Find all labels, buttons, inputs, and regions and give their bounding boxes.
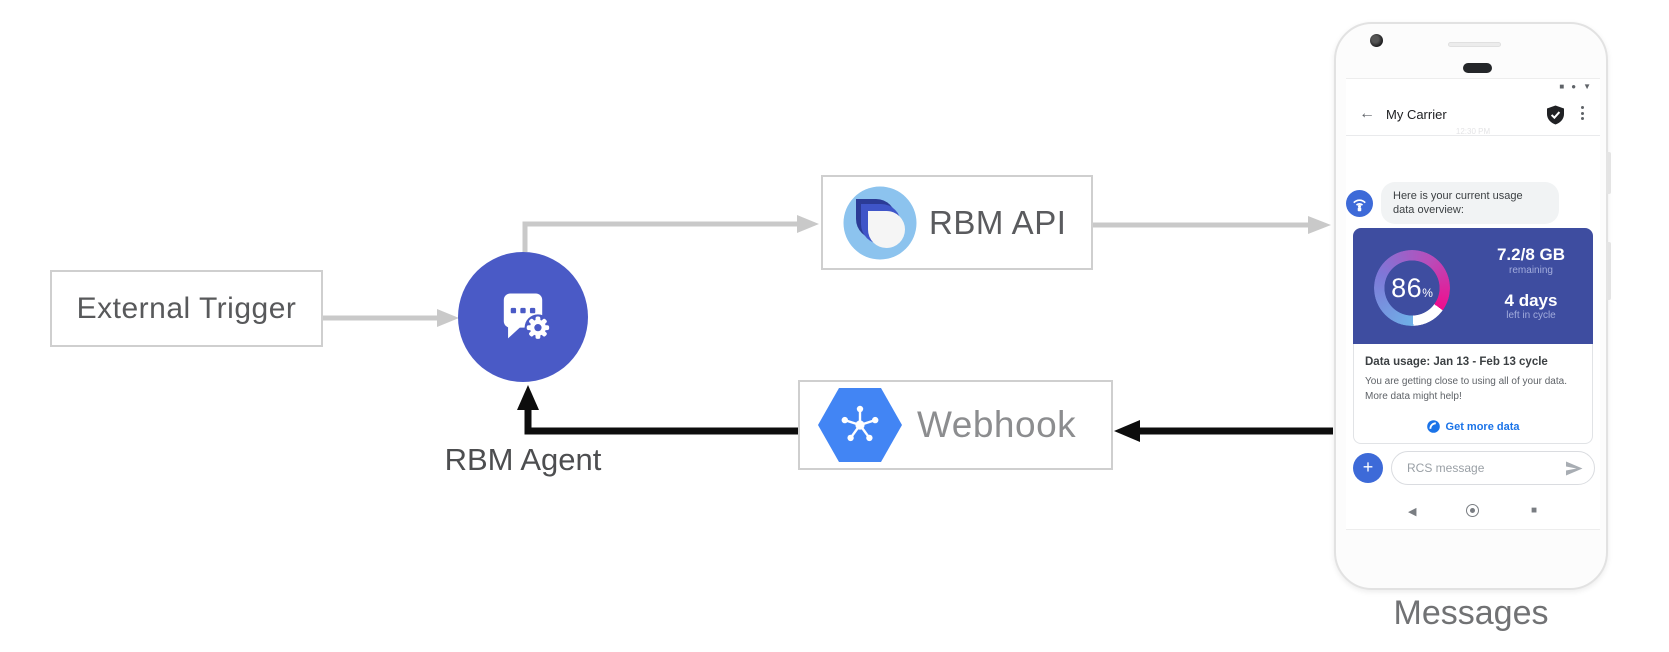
verified-shield-icon[interactable] <box>1547 105 1564 125</box>
usage-donut-gauge <box>1374 250 1450 326</box>
speaker-grille <box>1463 63 1492 73</box>
get-more-data-button[interactable]: Get more data <box>1354 420 1592 433</box>
webhook-node: Webhook <box>798 380 1113 470</box>
android-nav-bar: ◀ ■ <box>1346 499 1600 529</box>
status-bar: ■ ● ▼ <box>1559 83 1591 91</box>
rcs-message-input[interactable] <box>1407 453 1547 483</box>
conversation-title: My Carrier <box>1386 107 1447 122</box>
usage-gauge-panel: 86 % 7.2/8 GB remaining 4 days left in c… <box>1353 228 1593 344</box>
webhook-hexagon-icon <box>818 388 902 462</box>
get-more-data-label: Get more data <box>1445 420 1520 433</box>
earpiece-speaker <box>1448 42 1501 47</box>
usage-info-panel: Data usage: Jan 13 - Feb 13 cycle You ar… <box>1353 344 1593 444</box>
conversation-app-bar: ← My Carrier <box>1346 95 1600 136</box>
messages-app-caption: Messages <box>1393 594 1549 632</box>
status-square-icon: ■ <box>1559 82 1565 91</box>
usage-percent: 86 % <box>1391 272 1433 303</box>
nav-back-icon[interactable]: ◀ <box>1408 506 1417 518</box>
message-timestamp: 12:30 PM <box>1455 127 1491 136</box>
phone-volume-button <box>1606 242 1611 300</box>
arrow-rbm-api-to-phone <box>1093 216 1331 234</box>
days-left-label: left in cycle <box>1506 310 1556 321</box>
overflow-menu-icon[interactable] <box>1581 106 1584 120</box>
send-icon[interactable] <box>1565 460 1583 477</box>
back-icon[interactable]: ← <box>1359 105 1375 122</box>
carrier-antenna-icon <box>1353 199 1366 212</box>
arrow-webhook-to-agent <box>517 385 798 435</box>
usage-card-body-line2: More data might help! <box>1365 391 1462 402</box>
rbm-api-logo-icon <box>843 186 917 259</box>
arrow-external-trigger-to-agent <box>323 309 459 327</box>
globe-data-icon <box>1426 420 1440 433</box>
nav-home-icon[interactable] <box>1466 504 1479 517</box>
webhook-label: Webhook <box>917 404 1077 445</box>
rbm-api-label: RBM API <box>929 203 1067 241</box>
rbm-agent-node <box>458 252 588 382</box>
usage-card-body-line1: You are getting close to using all of yo… <box>1365 376 1567 387</box>
days-left-value: 4 days <box>1504 291 1558 310</box>
external-trigger-label: External Trigger <box>76 291 297 325</box>
usage-card-title: Data usage: Jan 13 - Feb 13 cycle <box>1365 356 1548 368</box>
arrow-phone-to-webhook <box>1114 420 1333 442</box>
bot-message-bubble: Here is your current usage data overview… <box>1381 182 1559 224</box>
bot-message-line1: Here is your current usage <box>1393 190 1523 202</box>
data-usage-rich-card: 86 % 7.2/8 GB remaining 4 days left in c… <box>1353 228 1593 444</box>
remaining-label: remaining <box>1509 265 1553 276</box>
arrow-agent-to-rbm-api <box>522 215 819 252</box>
front-camera <box>1370 34 1383 47</box>
carrier-bot-avatar <box>1346 190 1373 217</box>
external-trigger-node: External Trigger <box>50 270 323 347</box>
nav-recents-icon[interactable]: ■ <box>1531 505 1538 516</box>
bot-message-line2: data overview: <box>1393 204 1464 216</box>
phone-power-button <box>1606 152 1611 194</box>
rbm-agent-label: RBM Agent <box>444 442 602 477</box>
compose-field <box>1391 451 1595 485</box>
phone-screen: ■ ● ▼ ← My Carrier 12:30 PM <box>1346 78 1600 530</box>
remaining-value: 7.2/8 GB <box>1496 245 1566 264</box>
rbm-api-node: RBM API <box>821 175 1093 270</box>
phone-mockup: ■ ● ▼ ← My Carrier 12:30 PM <box>1334 22 1611 590</box>
chat-agent-icon <box>503 293 552 341</box>
status-dot-icon: ● <box>1571 82 1577 91</box>
add-attachment-button[interactable]: + <box>1353 453 1383 483</box>
status-triangle-icon: ▼ <box>1583 82 1591 91</box>
